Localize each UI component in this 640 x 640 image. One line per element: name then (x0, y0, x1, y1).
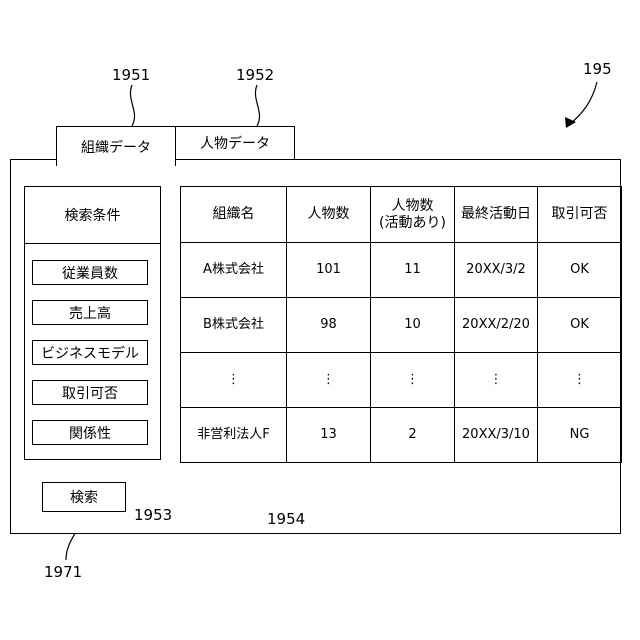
search-conditions-title: 検索条件 (25, 187, 160, 244)
header-active-person-count: 人物数 (活動あり) (371, 187, 455, 243)
tab-label: 組織データ (81, 137, 151, 157)
condition-relationship-button[interactable]: 関係性 (32, 420, 148, 445)
cell-active-count: 11 (371, 243, 455, 298)
cell-last-activity: 20XX/2/20 (455, 298, 538, 353)
cell-person-count: 101 (287, 243, 371, 298)
cell-last-activity: 20XX/3/2 (455, 243, 538, 298)
cell-transaction: NG (538, 408, 622, 463)
header-transaction: 取引可否 (538, 187, 622, 243)
organization-results-table: 組織名 人物数 人物数 (活動あり) 最終活動日 取引可否 A株式会社 101 … (180, 186, 622, 463)
cell-last-activity: 20XX/3/10 (455, 408, 538, 463)
table-row[interactable]: B株式会社 98 10 20XX/2/20 OK (181, 298, 622, 353)
cell-active-count: 2 (371, 408, 455, 463)
cell-org-name: A株式会社 (181, 243, 287, 298)
cell-ellipsis: ⋮ (181, 353, 287, 408)
search-button[interactable]: 検索 (42, 482, 126, 512)
condition-sales-button[interactable]: 売上高 (32, 300, 148, 325)
cell-ellipsis: ⋮ (538, 353, 622, 408)
header-person-count: 人物数 (287, 187, 371, 243)
tab-organization-data[interactable]: 組織データ (56, 126, 176, 166)
table-row-ellipsis: ⋮ ⋮ ⋮ ⋮ ⋮ (181, 353, 622, 408)
header-org-name: 組織名 (181, 187, 287, 243)
tab-label: 人物データ (200, 133, 270, 153)
cell-ellipsis: ⋮ (455, 353, 538, 408)
ref-label-1952: 1952 (236, 66, 274, 84)
ref-label-195: 195 (583, 60, 612, 78)
condition-business-model-button[interactable]: ビジネスモデル (32, 340, 148, 365)
cell-org-name: 非営利法人F (181, 408, 287, 463)
table-row[interactable]: 非営利法人F 13 2 20XX/3/10 NG (181, 408, 622, 463)
table-header-row: 組織名 人物数 人物数 (活動あり) 最終活動日 取引可否 (181, 187, 622, 243)
ref-label-1954: 1954 (267, 510, 305, 528)
search-conditions-panel: 検索条件 従業員数 売上高 ビジネスモデル 取引可否 関係性 (24, 186, 161, 460)
condition-employees-button[interactable]: 従業員数 (32, 260, 148, 285)
cell-person-count: 98 (287, 298, 371, 353)
tab-person-data[interactable]: 人物データ (175, 126, 295, 160)
cell-ellipsis: ⋮ (287, 353, 371, 408)
condition-transaction-button[interactable]: 取引可否 (32, 380, 148, 405)
ref-label-1953: 1953 (134, 506, 172, 524)
cell-transaction: OK (538, 298, 622, 353)
cell-person-count: 13 (287, 408, 371, 463)
cell-transaction: OK (538, 243, 622, 298)
ref-label-1951: 1951 (112, 66, 150, 84)
table-row[interactable]: A株式会社 101 11 20XX/3/2 OK (181, 243, 622, 298)
ref-label-1971: 1971 (44, 563, 82, 581)
header-last-activity: 最終活動日 (455, 187, 538, 243)
cell-active-count: 10 (371, 298, 455, 353)
cell-org-name: B株式会社 (181, 298, 287, 353)
cell-ellipsis: ⋮ (371, 353, 455, 408)
